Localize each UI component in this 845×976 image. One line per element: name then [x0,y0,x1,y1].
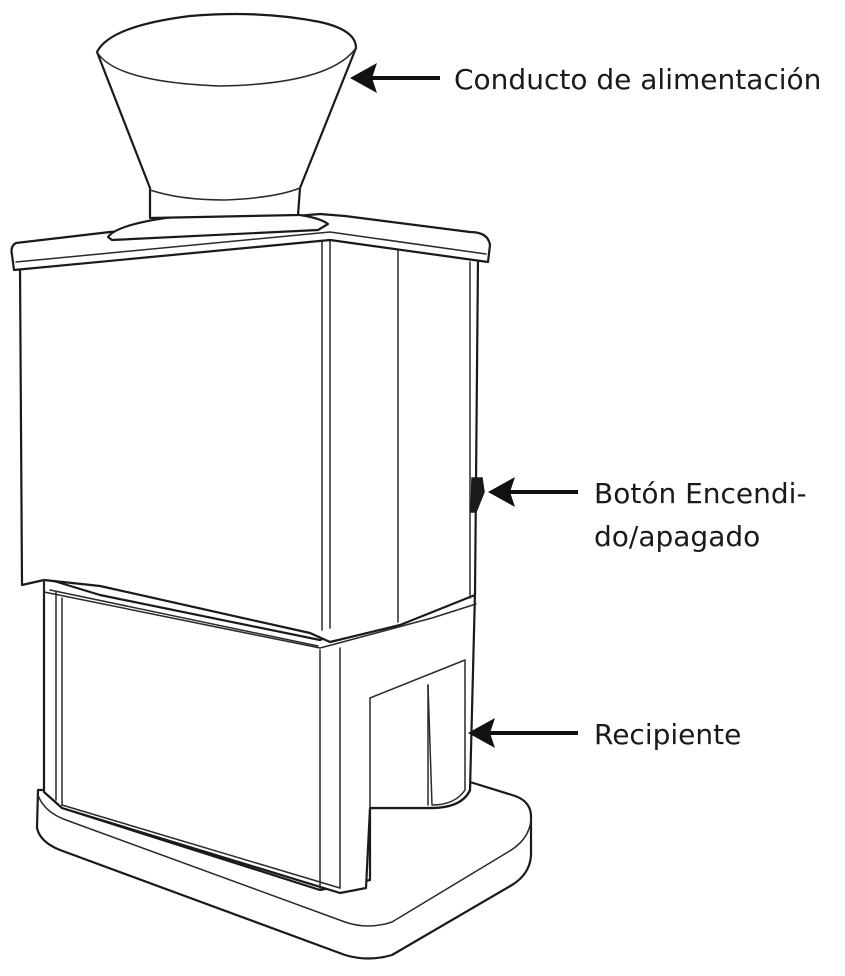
feed-chute-arrow [350,63,440,93]
feed-chute-funnel [95,12,358,220]
container-label: Recipiente [594,718,741,751]
upper-housing [18,236,480,649]
feed-chute-label: Conducto de alimentación [454,63,821,96]
power-button-arrow [488,477,578,507]
power-button-label-line1: Botón Encendi- [594,477,807,510]
container-arrow [468,718,578,748]
power-button-label-line2: do/apagado [594,520,760,553]
top-lid [10,212,492,272]
power-button [470,477,485,513]
